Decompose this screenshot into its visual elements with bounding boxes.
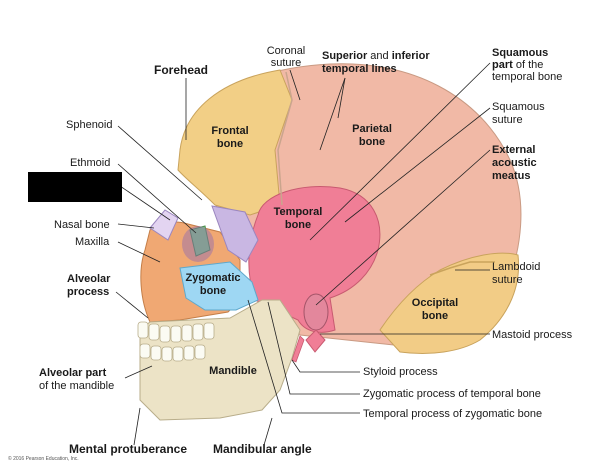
label-squamous-part-2: part of the [492, 59, 543, 71]
label-lambdoid-suture-1: Lambdoid [492, 261, 541, 273]
label-squamous-suture-1: Squamous [492, 101, 545, 113]
label-lambdoid-suture-2: suture [492, 274, 523, 286]
label-sup-inf-temporal-lines-1: Superior and inferior [322, 50, 430, 62]
label-mastoid-process: Mastoid process [492, 329, 573, 341]
label-alveolar-process-2: process [67, 286, 110, 298]
label-temporal-bone-2: bone [284, 219, 312, 231]
label-parietal-bone-2: bone [358, 136, 386, 148]
mastoid-shape [305, 329, 326, 353]
label-frontal-bone-1: Frontal [211, 125, 249, 137]
coronal-suture-line [277, 71, 293, 206]
teeth [137, 321, 215, 362]
label-coronal-suture-1: Coronal [266, 45, 306, 57]
label-external-acoustic-3: meatus [492, 170, 531, 182]
label-of-the: of the [512, 59, 544, 71]
label-external-acoustic-1: External [492, 144, 536, 156]
label-occipital-bone-1: Occipital [411, 297, 459, 309]
label-alveolar-process-1: Alveolar [67, 273, 111, 285]
label-squamous-part-1: Squamous [492, 47, 549, 59]
label-parietal-bone-1: Parietal [352, 123, 392, 135]
label-sup-inf-temporal-lines-2: temporal lines [322, 63, 397, 75]
label-ethmoid: Ethmoid [70, 157, 111, 169]
label-superior: Superior [322, 50, 368, 62]
label-alveolar-mandible-1: Alveolar part [39, 367, 107, 379]
label-mandible: Mandible [209, 365, 257, 377]
label-mental-protuberance: Mental protuberance [69, 442, 188, 456]
label-squamous-suture-2: suture [492, 114, 523, 126]
redaction-box [28, 172, 122, 202]
label-part: part [492, 59, 513, 71]
label-zygomatic-bone-2: bone [199, 285, 227, 297]
label-maxilla: Maxilla [75, 236, 110, 248]
label-coronal-suture-2: suture [270, 57, 302, 69]
lambdoid-suture-line [429, 261, 495, 276]
label-frontal-bone-2: bone [216, 138, 244, 150]
label-temporal-process: Temporal process of zygomatic bone [363, 408, 543, 420]
frontal-bone-shape [177, 69, 293, 216]
nasal-bone-shape [149, 209, 179, 241]
leader-lines [115, 62, 491, 446]
label-inferior: inferior [391, 50, 430, 62]
occipital-bone-shape [379, 252, 520, 354]
label-squamous-part-3: temporal bone [492, 71, 563, 83]
label-nasal-bone: Nasal bone [54, 219, 110, 231]
label-mandibular-angle: Mandibular angle [213, 442, 312, 456]
label-zygomatic-process: Zygomatic process of temporal bone [363, 388, 541, 400]
sphenoid-bone-shape [211, 205, 259, 263]
styloid-shape [291, 335, 305, 363]
label-forehead: Forehead [154, 63, 209, 77]
label-external-acoustic-2: acoustic [492, 157, 537, 169]
label-zygomatic-bone-1: Zygomatic [185, 272, 241, 284]
copyright: © 2016 Pearson Education, Inc. [8, 456, 79, 462]
label-styloid-process: Styloid process [363, 366, 438, 378]
label-and: and [367, 50, 392, 62]
external-acoustic-meatus-shape [303, 293, 329, 331]
label-occipital-bone-2: bone [421, 310, 449, 322]
ethmoid-bone-shape [189, 225, 211, 257]
label-temporal-bone-1: Temporal [273, 206, 323, 218]
label-sphenoid: Sphenoid [66, 119, 113, 131]
label-alveolar-mandible-2: of the mandible [39, 380, 115, 392]
zygomatic-bone-shape [179, 261, 259, 311]
orbit-shape [182, 226, 214, 262]
